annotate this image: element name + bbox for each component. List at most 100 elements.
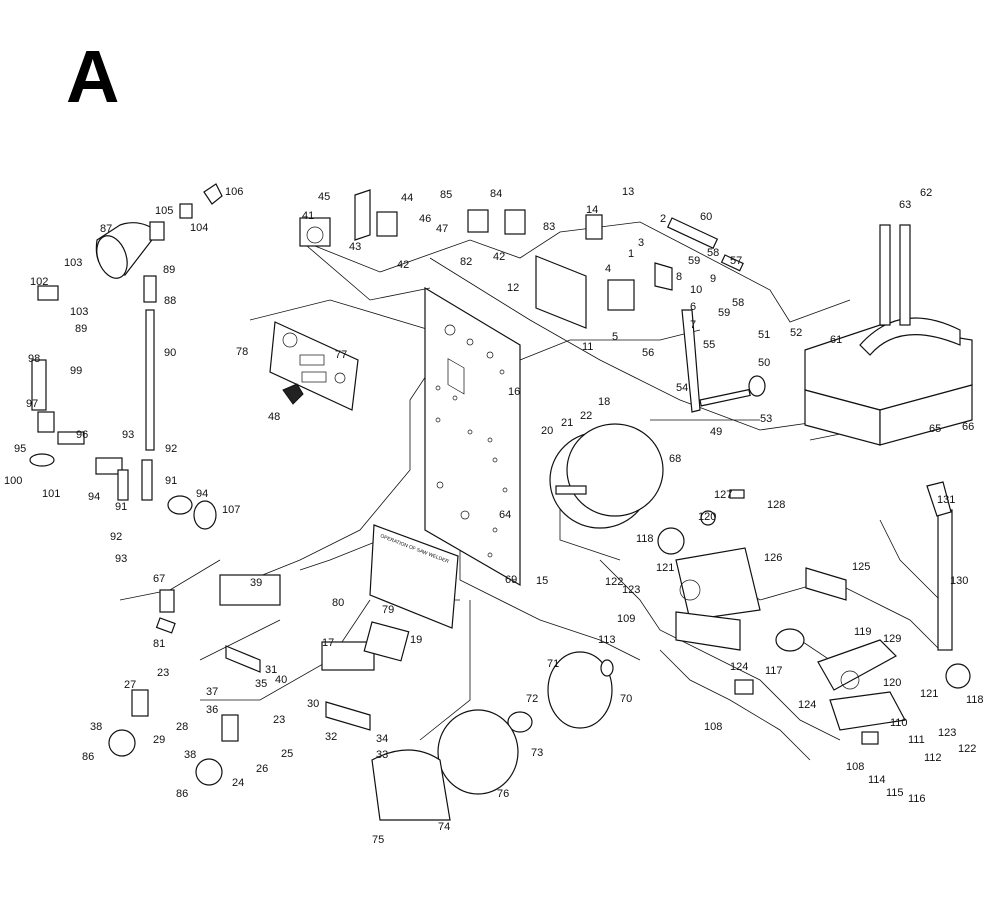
callout-68: 68 bbox=[669, 453, 681, 465]
callout-10: 10 bbox=[690, 284, 702, 296]
callout-58: 58 bbox=[707, 247, 719, 259]
callout-1: 1 bbox=[628, 248, 634, 260]
callout-51: 51 bbox=[758, 329, 770, 341]
callout-115: 115 bbox=[886, 787, 904, 799]
callout-92: 92 bbox=[110, 531, 122, 543]
lever-and-shaft bbox=[681, 309, 766, 413]
callout-56: 56 bbox=[642, 347, 654, 359]
callout-64: 64 bbox=[499, 509, 511, 521]
callout-52: 52 bbox=[790, 327, 802, 339]
callout-20: 20 bbox=[541, 425, 553, 437]
lamp-handle-assembly bbox=[29, 183, 223, 530]
callout-53: 53 bbox=[760, 413, 772, 425]
gearbox bbox=[804, 224, 973, 446]
callout-102: 102 bbox=[30, 276, 48, 288]
callout-22: 22 bbox=[580, 410, 592, 422]
callout-114: 114 bbox=[868, 774, 886, 786]
callout-40: 40 bbox=[275, 674, 287, 686]
callout-77: 77 bbox=[335, 349, 347, 361]
callout-84: 84 bbox=[490, 188, 502, 200]
callout-11: 11 bbox=[582, 341, 593, 353]
callout-69: 69 bbox=[505, 574, 517, 586]
callout-36: 36 bbox=[206, 704, 218, 716]
callout-44: 44 bbox=[401, 192, 413, 204]
callout-105: 105 bbox=[155, 205, 173, 217]
callout-54: 54 bbox=[676, 382, 688, 394]
callout-27: 27 bbox=[124, 679, 136, 691]
callout-89: 89 bbox=[163, 264, 175, 276]
right-linkage bbox=[657, 481, 971, 745]
callout-49: 49 bbox=[710, 426, 722, 438]
callout-103: 103 bbox=[64, 257, 82, 269]
callout-65: 65 bbox=[929, 423, 941, 435]
callout-58: 58 bbox=[732, 297, 744, 309]
callout-24: 24 bbox=[232, 777, 244, 789]
callout-23: 23 bbox=[273, 714, 285, 726]
callout-75: 75 bbox=[372, 834, 384, 846]
callout-17: 17 bbox=[322, 637, 334, 649]
callout-130: 130 bbox=[950, 575, 968, 587]
callout-66: 66 bbox=[962, 421, 974, 433]
motor bbox=[549, 423, 664, 529]
callout-127: 127 bbox=[714, 489, 732, 501]
callout-43: 43 bbox=[349, 241, 361, 253]
callout-18: 18 bbox=[598, 396, 610, 408]
callout-96: 96 bbox=[76, 429, 88, 441]
callout-118: 118 bbox=[636, 533, 654, 545]
callout-38: 38 bbox=[90, 721, 102, 733]
callout-118: 118 bbox=[966, 694, 984, 706]
callout-108: 108 bbox=[704, 721, 722, 733]
callout-108: 108 bbox=[846, 761, 864, 773]
callout-116: 116 bbox=[908, 793, 926, 805]
callout-42: 42 bbox=[397, 259, 409, 271]
callout-46: 46 bbox=[419, 213, 431, 225]
callout-124: 124 bbox=[730, 661, 748, 673]
callout-12: 12 bbox=[507, 282, 519, 294]
callout-25: 25 bbox=[281, 748, 293, 760]
callout-59: 59 bbox=[718, 307, 730, 319]
callout-34: 34 bbox=[376, 733, 388, 745]
callout-7: 7 bbox=[690, 319, 696, 331]
callout-95: 95 bbox=[14, 443, 26, 455]
callout-86: 86 bbox=[82, 751, 94, 763]
callout-121: 121 bbox=[920, 688, 938, 700]
mounting-plate bbox=[424, 286, 521, 587]
callout-129: 129 bbox=[883, 633, 901, 645]
callout-88: 88 bbox=[164, 295, 176, 307]
callout-38: 38 bbox=[184, 749, 196, 761]
callout-93: 93 bbox=[115, 553, 127, 565]
callout-125: 125 bbox=[852, 561, 870, 573]
callout-81: 81 bbox=[153, 638, 165, 650]
callout-78: 78 bbox=[236, 346, 248, 358]
callout-3: 3 bbox=[638, 237, 644, 249]
callout-109: 109 bbox=[617, 613, 635, 625]
callout-5: 5 bbox=[612, 331, 618, 343]
callout-33: 33 bbox=[376, 749, 388, 761]
callout-124: 124 bbox=[798, 699, 816, 711]
callout-106: 106 bbox=[225, 186, 243, 198]
callout-76: 76 bbox=[497, 788, 509, 800]
callout-111: 111 bbox=[908, 734, 925, 746]
callout-126: 126 bbox=[764, 552, 782, 564]
callout-37: 37 bbox=[206, 686, 218, 698]
callout-59: 59 bbox=[688, 255, 700, 267]
callout-87: 87 bbox=[100, 223, 112, 235]
callout-89: 89 bbox=[75, 323, 87, 335]
callout-112: 112 bbox=[924, 752, 942, 764]
callout-79: 79 bbox=[382, 604, 394, 616]
callout-30: 30 bbox=[307, 698, 319, 710]
callout-19: 19 bbox=[410, 634, 422, 646]
callout-41: 41 bbox=[302, 210, 314, 222]
spring bbox=[666, 217, 744, 272]
callout-91: 91 bbox=[115, 501, 127, 513]
callout-86: 86 bbox=[176, 788, 188, 800]
callout-97: 97 bbox=[26, 398, 38, 410]
callout-119: 119 bbox=[854, 626, 872, 638]
callout-117: 117 bbox=[765, 665, 783, 677]
callout-71: 71 bbox=[547, 658, 559, 670]
callout-101: 101 bbox=[42, 488, 60, 500]
callout-72: 72 bbox=[526, 693, 538, 705]
callout-50: 50 bbox=[758, 357, 770, 369]
